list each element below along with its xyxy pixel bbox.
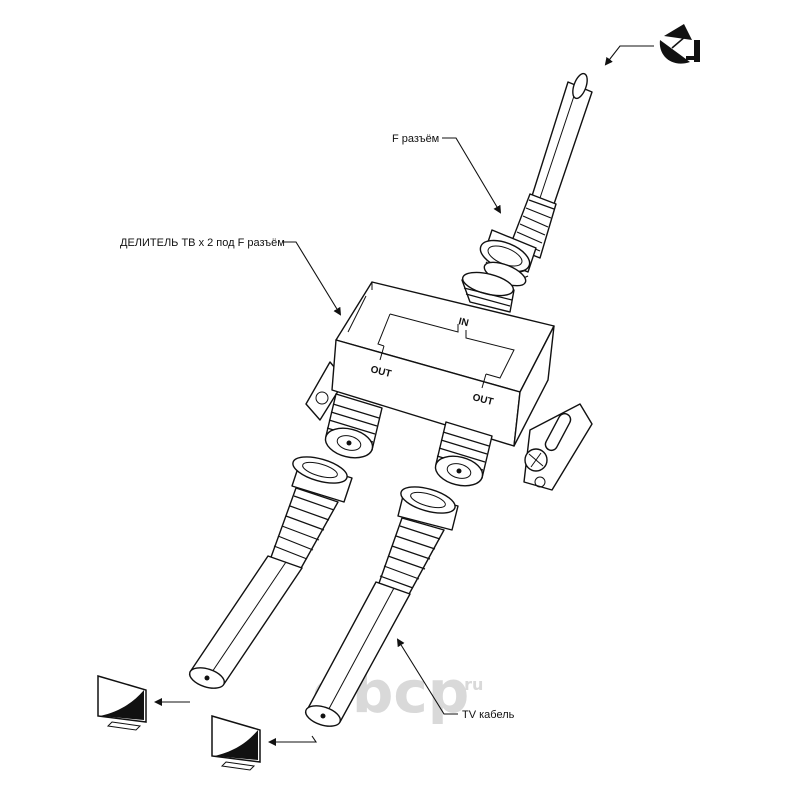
port-label-out-left: OUT bbox=[369, 364, 392, 380]
port-out-right bbox=[434, 421, 493, 487]
label-tv-cable: TV кабель bbox=[462, 709, 515, 721]
splitter-body: IN OUT OUT bbox=[305, 271, 593, 491]
leader-splitter bbox=[282, 241, 342, 316]
input-f-connector bbox=[479, 229, 537, 287]
watermark-domain: .ru bbox=[458, 675, 483, 694]
mount-flange-right bbox=[523, 403, 593, 491]
splitter-side-face bbox=[513, 325, 555, 447]
output-right-f-connector bbox=[397, 486, 459, 531]
leader-f-connector bbox=[442, 137, 502, 214]
pointer-satellite bbox=[604, 45, 654, 66]
satellite-dish-icon bbox=[659, 24, 700, 64]
output-cable-right bbox=[304, 486, 459, 727]
output-left-boot bbox=[269, 487, 339, 571]
output-right-boot bbox=[377, 517, 445, 597]
output-left-f-connector bbox=[291, 456, 353, 503]
port-in bbox=[461, 271, 515, 313]
leader-tv-cable bbox=[396, 638, 458, 715]
output-cable-left bbox=[188, 456, 353, 689]
label-f-connector: F разъём bbox=[392, 133, 439, 145]
port-out-left bbox=[324, 393, 383, 459]
port-label-out-right: OUT bbox=[471, 392, 494, 408]
splitter-schematic: IN OUT OUT bbox=[369, 313, 515, 408]
label-splitter: ДЕЛИТЕЛЬ ТВ х 2 под F разъём bbox=[120, 237, 285, 249]
tv-icon bbox=[97, 675, 147, 731]
mount-screw bbox=[524, 448, 548, 472]
input-cable bbox=[479, 72, 593, 287]
tv-icon bbox=[211, 715, 261, 771]
port-label-in: IN bbox=[457, 316, 469, 329]
pointer-tv-right bbox=[268, 735, 318, 746]
